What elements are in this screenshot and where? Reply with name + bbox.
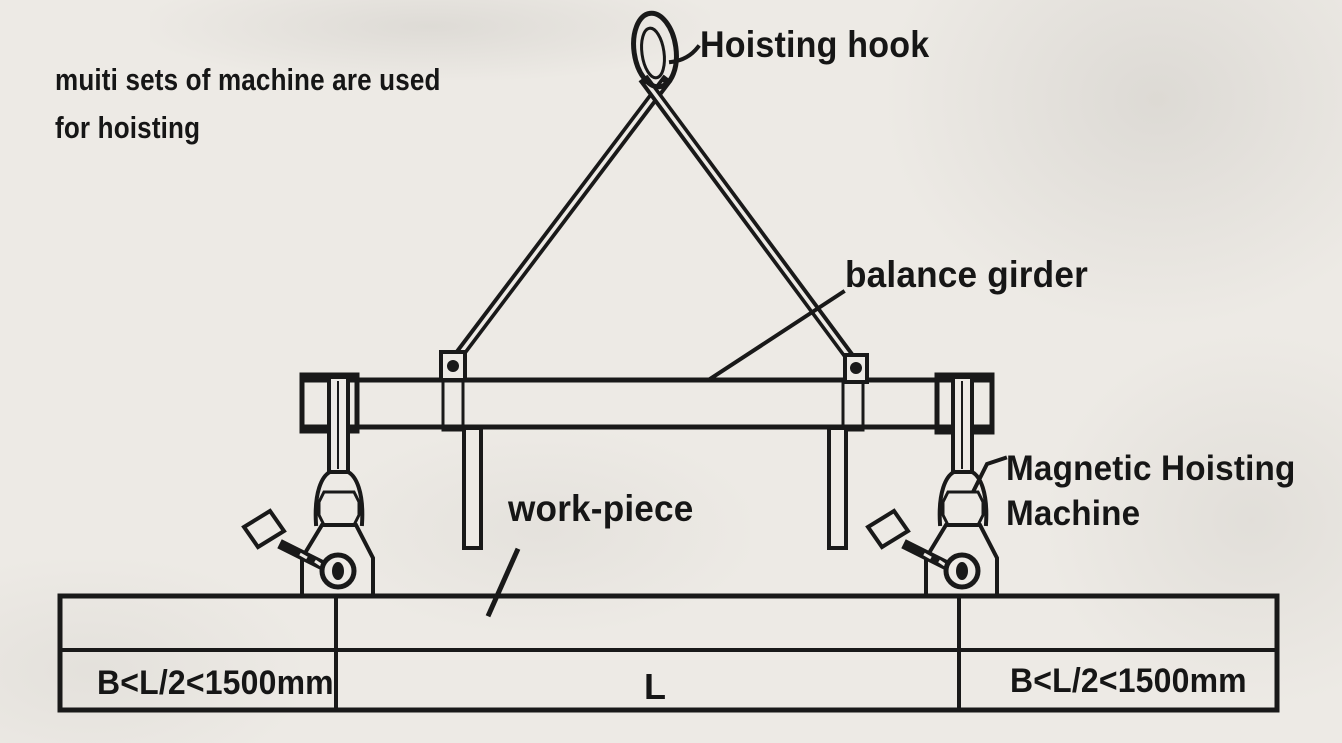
girder-lug-left <box>439 350 467 432</box>
sling-left <box>450 74 673 364</box>
leader-work-piece <box>485 547 521 618</box>
magnetic-machine-left <box>241 375 375 598</box>
hanger-rod-left <box>462 426 483 550</box>
note-line2: for hoisting <box>55 110 201 145</box>
sling-right <box>638 74 857 364</box>
dimension-span-L: L <box>644 666 667 707</box>
leader-magnetic-machine <box>971 455 1008 493</box>
dimension-left: B<L/2<1500mm <box>97 664 334 702</box>
dimension-right: B<L/2<1500mm <box>1010 662 1247 700</box>
label-magnetic-machine: Magnetic Hoisting Machine <box>1006 446 1296 536</box>
leader-hoisting-hook <box>668 44 701 65</box>
label-magnetic-line2: Machine <box>1006 494 1141 533</box>
girder-lug-right <box>841 353 869 432</box>
note-line1: muiti sets of machine are used <box>55 62 441 97</box>
machine-handle-left <box>241 508 287 550</box>
note-multi-sets: muiti sets of machine are used for hoist… <box>55 56 441 152</box>
label-hoisting-hook: Hoisting hook <box>700 24 930 65</box>
hoisting-hook-drawing <box>631 10 679 90</box>
label-work-piece: work-piece <box>508 488 694 529</box>
magnetic-machine-right <box>865 375 999 598</box>
label-balance-girder: balance girder <box>845 254 1088 295</box>
label-magnetic-line1: Magnetic Hoisting <box>1006 449 1296 488</box>
work-piece-drawing <box>57 593 1280 713</box>
hanger-rod-right <box>827 426 848 550</box>
balance-girder-drawing <box>299 372 995 435</box>
machine-handle-right <box>865 508 911 550</box>
leader-balance-girder <box>707 289 846 382</box>
